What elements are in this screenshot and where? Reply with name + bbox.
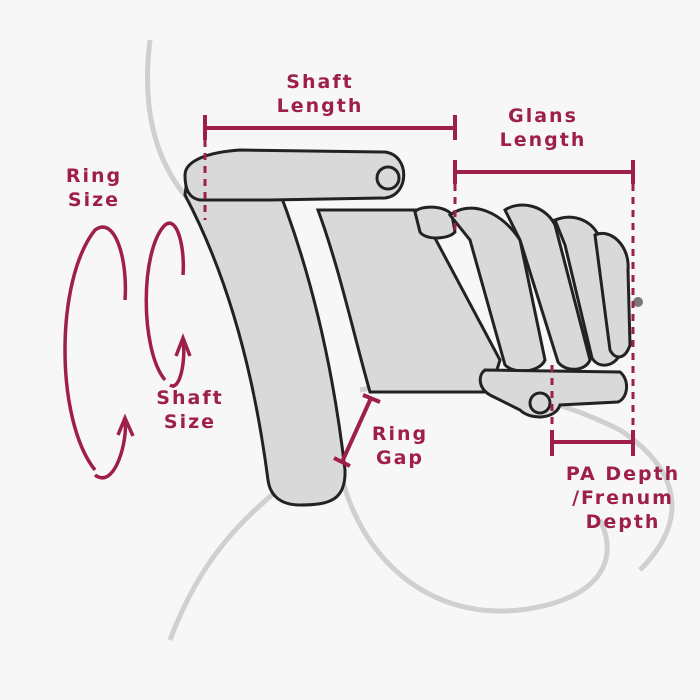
base-ring: [183, 166, 347, 507]
ring-size-label: Ring Size: [65, 165, 123, 211]
glans-length-label: Glans Length: [499, 105, 587, 151]
circumference-arrows: [63, 221, 192, 480]
measurement-lines: [203, 115, 635, 468]
shaft-length-label: Shaft Length: [276, 71, 364, 117]
pa-depth-label: PA Depth /Frenum Depth: [565, 463, 681, 533]
ring-hinge-bar: [183, 148, 406, 202]
dashed-guides: [203, 140, 635, 430]
shaft-size-label: Shaft Size: [156, 387, 224, 433]
cage-shaft: [315, 205, 502, 394]
ring-gap-label: Ring Gap: [371, 423, 429, 469]
cage-glans: [447, 203, 643, 373]
